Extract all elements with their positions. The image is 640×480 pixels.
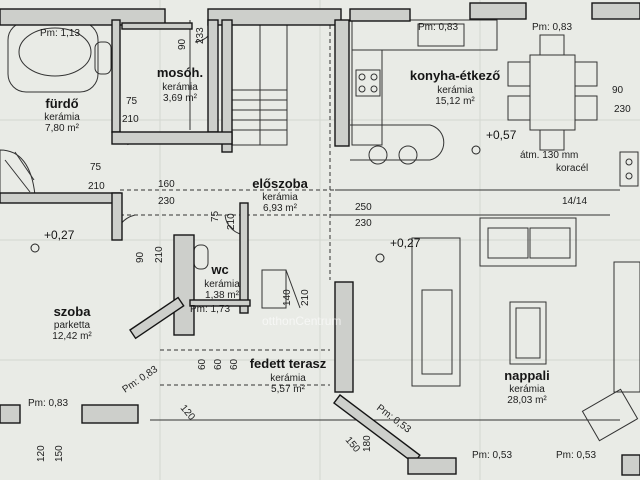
dim-label: 90 bbox=[612, 85, 624, 96]
dim-label: 210 bbox=[154, 246, 165, 263]
room-name: konyha-étkező bbox=[410, 68, 500, 83]
dim-label: 210 bbox=[122, 114, 139, 125]
toilet-icon bbox=[94, 41, 112, 75]
room-area: 7,80 m² bbox=[45, 123, 80, 134]
watermark: otthonCentrum bbox=[262, 314, 341, 328]
dim-label: 230 bbox=[614, 104, 631, 115]
bathtub-basin-icon bbox=[18, 27, 92, 77]
kitchen-counter-icon bbox=[350, 19, 498, 165]
level-value: +0,27 bbox=[44, 228, 75, 242]
dim-label: 230 bbox=[158, 196, 175, 207]
room-material: kerámia bbox=[270, 373, 306, 384]
room-konyha: konyha-étkező kerámia 15,12 m² bbox=[410, 68, 500, 107]
sill-label: Pm: 0,83 bbox=[121, 364, 161, 396]
dim-label: 75 bbox=[126, 96, 138, 107]
dim-label: 180 bbox=[362, 435, 373, 452]
level-marker-icon bbox=[30, 243, 40, 253]
room-furdo: fürdő kerámia 7,80 m² bbox=[44, 96, 80, 134]
room-szoba: szoba parketta 12,42 m² bbox=[52, 304, 92, 342]
sill-label: Pm: 0,83 bbox=[28, 398, 68, 409]
room-name: fedett terasz bbox=[250, 356, 327, 371]
room-area: 1,38 m² bbox=[205, 290, 240, 301]
level-marker-kitchen: +0,57 bbox=[471, 128, 517, 155]
room-material: kerámia bbox=[437, 85, 473, 96]
side-cabinet-icon bbox=[613, 261, 640, 393]
dim-label: 150 bbox=[343, 435, 362, 455]
chimney-icon bbox=[619, 151, 639, 187]
room-terasz: fedett terasz kerámia 5,57 m² bbox=[250, 356, 327, 395]
sill-label: Pm: 0,83 bbox=[418, 22, 458, 33]
chimney-note: átm. 130 mm bbox=[520, 150, 578, 161]
lounger-icon bbox=[581, 388, 639, 442]
dim-label: 90 bbox=[135, 251, 146, 263]
room-nappali: nappali kerámia 28,03 m² bbox=[504, 368, 550, 406]
level-value: +0,57 bbox=[486, 128, 517, 142]
room-area: 6,93 m² bbox=[263, 203, 298, 214]
room-moso: mosóh. kerámia 3,69 m² bbox=[157, 65, 203, 104]
room-material: kerámia bbox=[262, 192, 298, 203]
dim-label: 90 bbox=[177, 38, 188, 50]
dim-label: 230 bbox=[355, 218, 372, 229]
dim-label: 75 bbox=[90, 162, 102, 173]
sill-label: Pm: 0,83 bbox=[532, 22, 572, 33]
level-marker-nappali: +0,27 bbox=[375, 236, 421, 263]
level-value: +0,27 bbox=[390, 236, 421, 250]
room-name: előszoba bbox=[252, 176, 308, 191]
room-eloszoba: előszoba kerámia 6,93 m² bbox=[252, 176, 308, 214]
room-material: kerámia bbox=[509, 384, 545, 395]
dim-label: 60 bbox=[229, 358, 240, 370]
room-name: mosóh. bbox=[157, 65, 203, 80]
room-wc: wc kerámia 1,38 m² bbox=[204, 262, 240, 301]
room-material: kerámia bbox=[162, 82, 198, 93]
sill-label: Pm: 1,13 bbox=[40, 28, 80, 39]
room-area: 12,42 m² bbox=[52, 331, 92, 342]
stairs-icon bbox=[231, 24, 288, 146]
dim-label: 210 bbox=[226, 213, 237, 230]
shower-icon bbox=[0, 149, 36, 196]
level-marker-szoba: +0,27 bbox=[30, 228, 75, 253]
room-material: kerámia bbox=[44, 112, 80, 123]
dim-label: 210 bbox=[300, 289, 311, 306]
dim-label: 60 bbox=[197, 358, 208, 370]
room-name: wc bbox=[210, 262, 228, 277]
dim-label: 150 bbox=[54, 445, 65, 462]
room-area: 28,03 m² bbox=[507, 395, 547, 406]
dining-table-icon bbox=[507, 34, 598, 151]
wc-toilet-icon bbox=[193, 244, 209, 270]
level-marker-icon bbox=[471, 145, 481, 155]
stairs-count: 14/14 bbox=[562, 196, 587, 207]
sill-label: Pm: 0,53 bbox=[556, 450, 596, 461]
dim-label: 140 bbox=[282, 289, 293, 306]
room-material: parketta bbox=[54, 320, 91, 331]
room-area: 15,12 m² bbox=[435, 96, 475, 107]
room-area: 3,69 m² bbox=[163, 93, 198, 104]
dim-label: 250 bbox=[355, 202, 372, 213]
dim-label: 210 bbox=[88, 181, 105, 192]
sofa-icon bbox=[479, 217, 577, 267]
chimney-material: koracél bbox=[556, 163, 588, 174]
coffee-table-icon bbox=[509, 301, 547, 365]
sill-label: Pm: 0,53 bbox=[472, 450, 512, 461]
dim-label: 120 bbox=[36, 445, 47, 462]
dim-label: 75 bbox=[210, 210, 221, 222]
level-marker-icon bbox=[375, 253, 385, 263]
room-material: kerámia bbox=[204, 279, 240, 290]
sill-label: Pm: 1,73 bbox=[190, 304, 230, 315]
front-door-icon bbox=[261, 269, 287, 309]
armchair-icon bbox=[411, 237, 461, 387]
dim-label: 60 bbox=[213, 358, 224, 370]
dim-label: 233 bbox=[195, 27, 206, 44]
dim-label: 160 bbox=[158, 179, 175, 190]
room-name: nappali bbox=[504, 368, 550, 383]
room-name: szoba bbox=[54, 304, 92, 319]
room-area: 5,57 m² bbox=[271, 384, 306, 395]
dimension-labels: 90 233 75 210 75 210 160 230 75 210 250 … bbox=[36, 27, 631, 462]
room-name: fürdő bbox=[45, 96, 78, 111]
